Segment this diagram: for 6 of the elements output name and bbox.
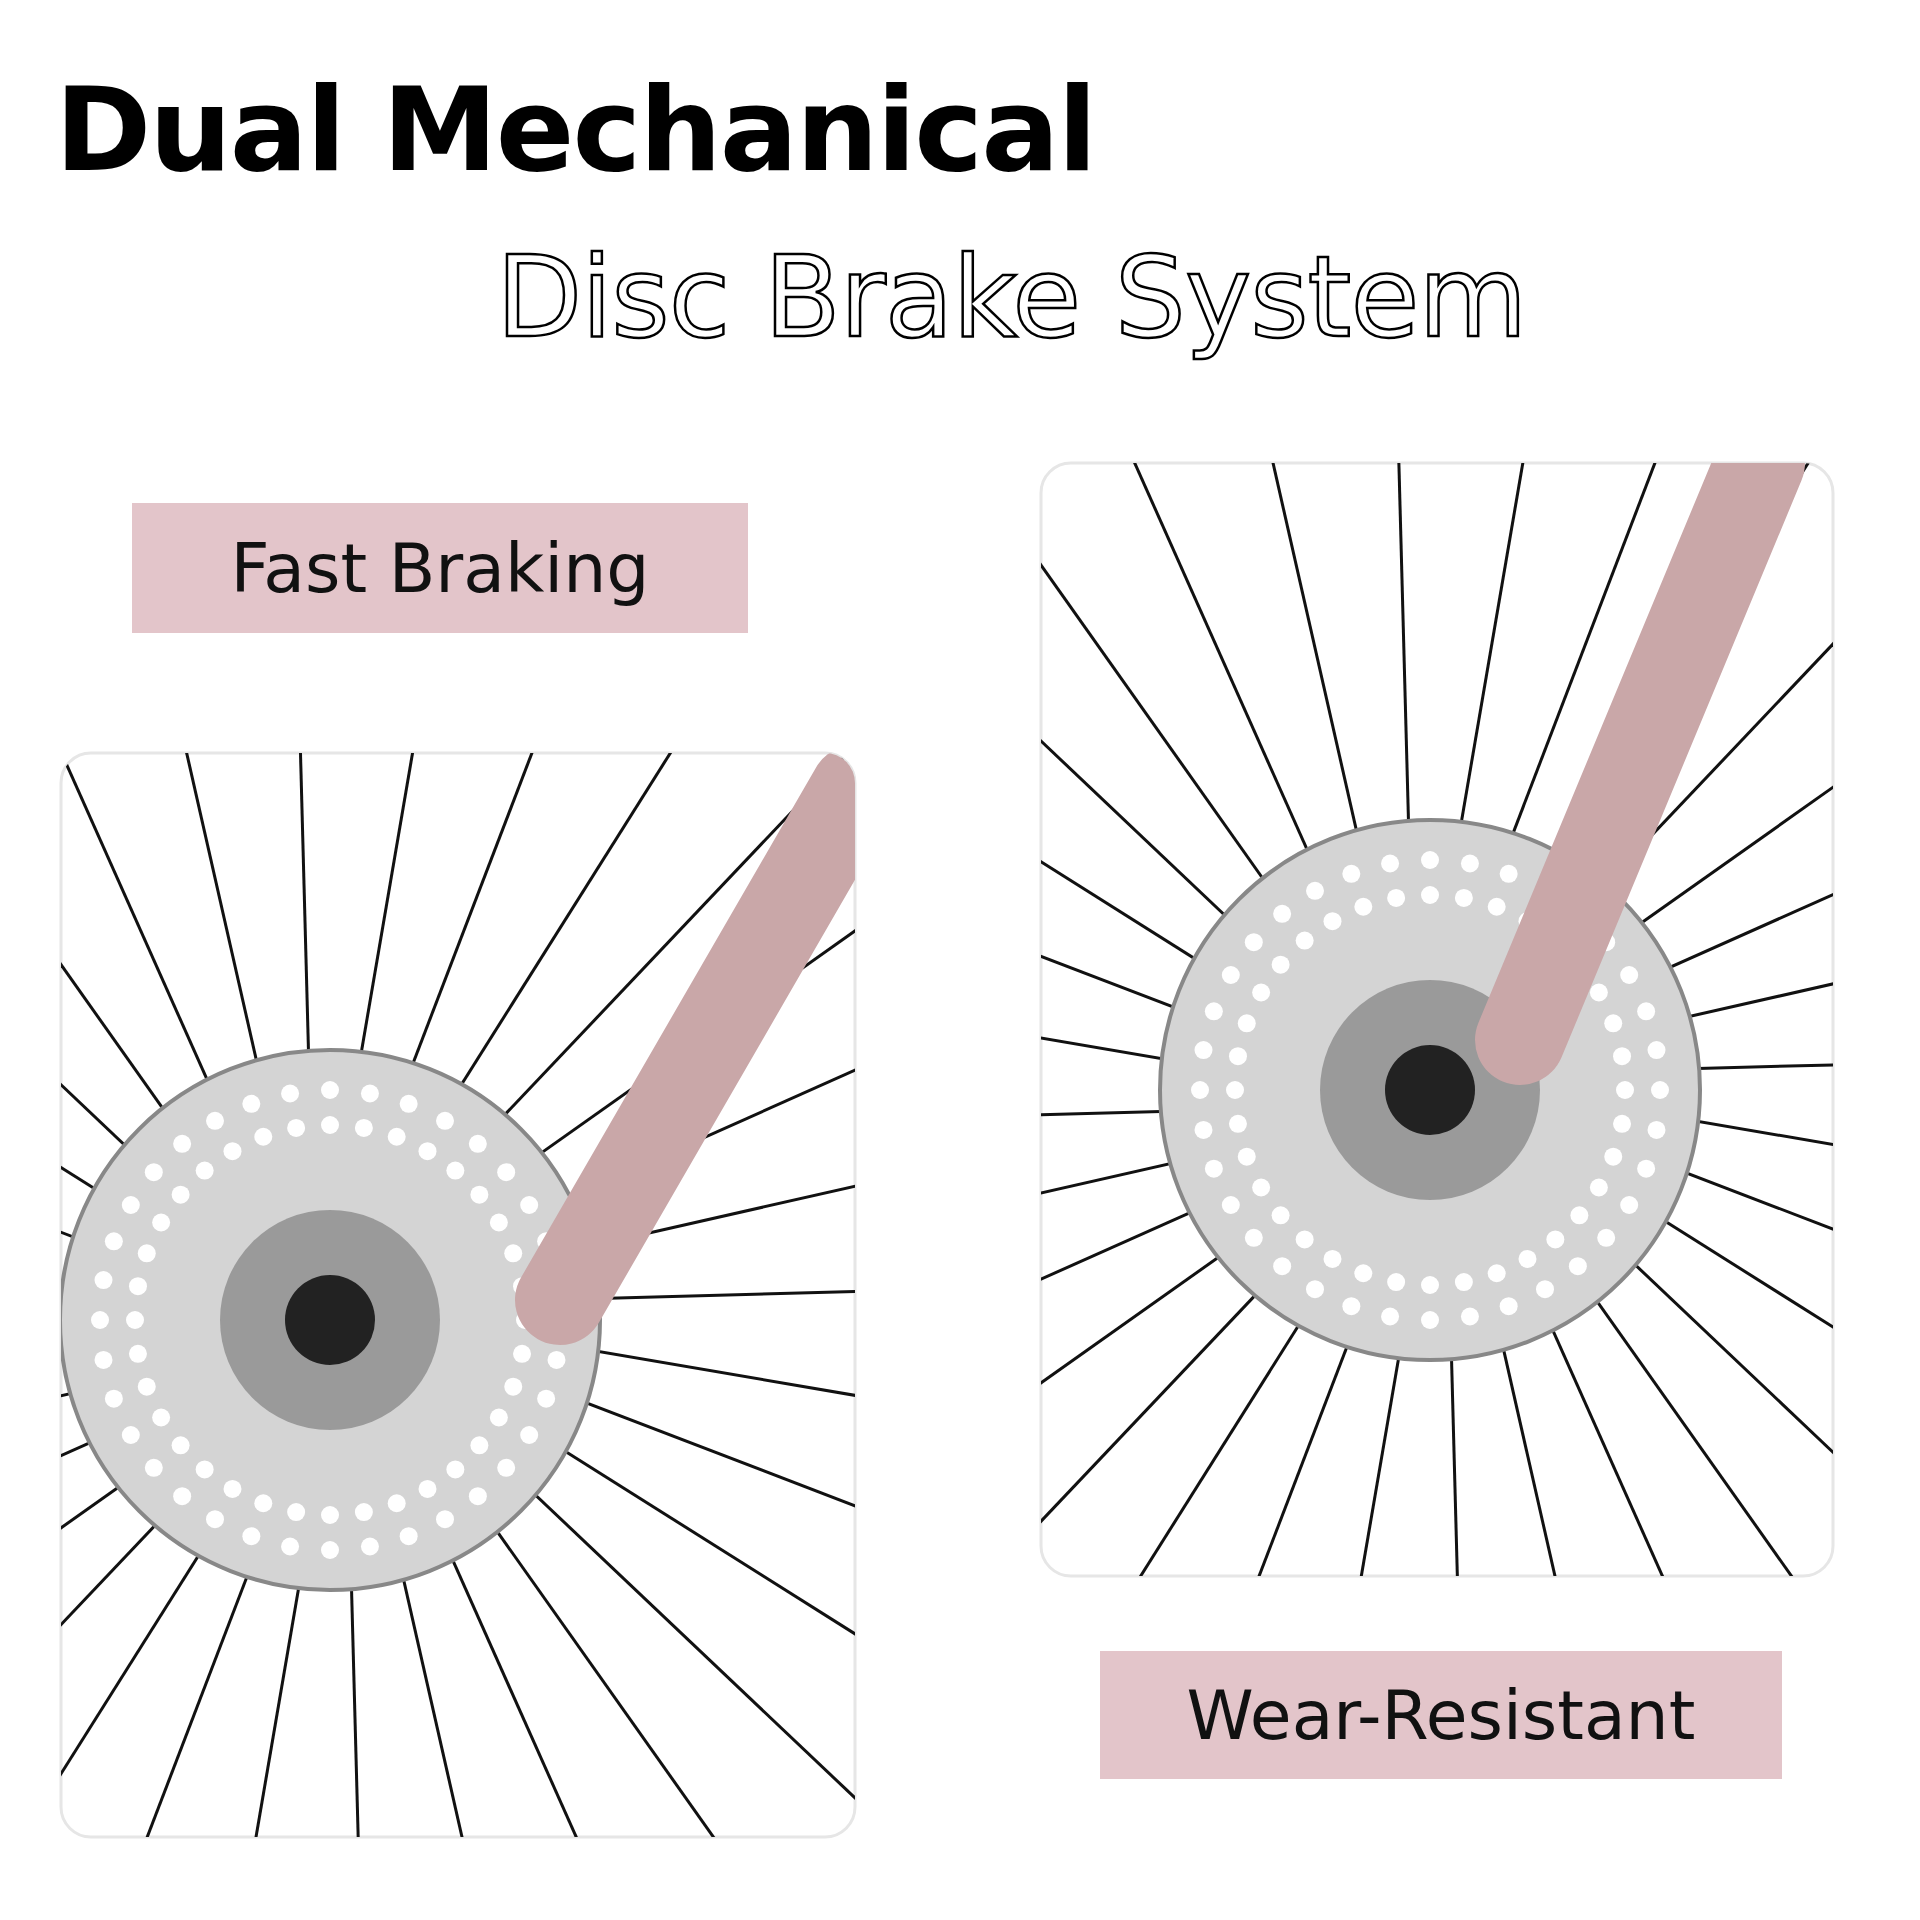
feature-label: Wear-Resistant [1186,1675,1696,1755]
title: Dual Mechanical [55,62,1096,197]
outlined-subtitle: Disc Brake System [496,232,1527,362]
label-banner [132,503,748,633]
label-banner [1100,1651,1782,1779]
feature-label: Fast Braking [230,528,650,608]
